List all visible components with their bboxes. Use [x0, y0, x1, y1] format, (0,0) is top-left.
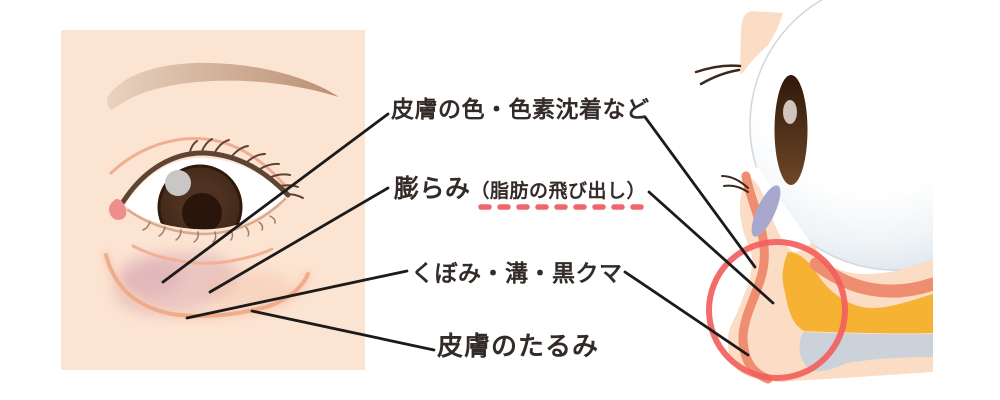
label-sagging: 皮膚のたるみ [437, 331, 600, 361]
eyebrow [107, 62, 340, 110]
label-bulge-sub: （脂肪の飛び出し） [470, 181, 647, 202]
lower-lashes [142, 215, 276, 243]
iris-side-highlight [783, 100, 797, 124]
eyeball [749, 0, 933, 271]
highlight-circle [706, 239, 848, 381]
line-sagging-left [250, 309, 436, 352]
label-bulge: 膨らみ（脂肪の飛び出し） [394, 175, 647, 204]
iris-side [774, 75, 808, 185]
pupil [182, 193, 222, 230]
upper-eyelid-crease [109, 137, 289, 190]
line-skin-color-right [643, 115, 757, 269]
line-skin-color-left [161, 112, 390, 284]
label-hollow: くぼみ・溝・黒クマ [411, 260, 623, 286]
upper-eyelid-side [740, 11, 783, 74]
inner-corner-caruncle [108, 199, 127, 220]
label-bulge-main: 膨らみ [394, 175, 471, 203]
cross-section-illustration [694, 0, 933, 384]
orbital-bone [799, 332, 933, 372]
orbital-fat [782, 252, 933, 334]
face-front-illustration [61, 30, 365, 370]
lower-lashes-side [721, 175, 749, 193]
line-bulge-left [208, 186, 390, 294]
upper-lash-line [120, 150, 291, 205]
pointer-lines [161, 112, 775, 357]
upper-lashes-side [694, 64, 742, 86]
tarsus-band [751, 185, 781, 237]
upper-lashes [189, 138, 304, 199]
line-hollow-right [623, 270, 750, 357]
line-hollow-left [185, 269, 409, 320]
eye-highlight [165, 170, 191, 196]
label-skin-color: 皮膚の色・色素沈着など [391, 96, 650, 122]
conjunctival-gap [747, 167, 817, 261]
line-bulge-right [647, 190, 775, 305]
